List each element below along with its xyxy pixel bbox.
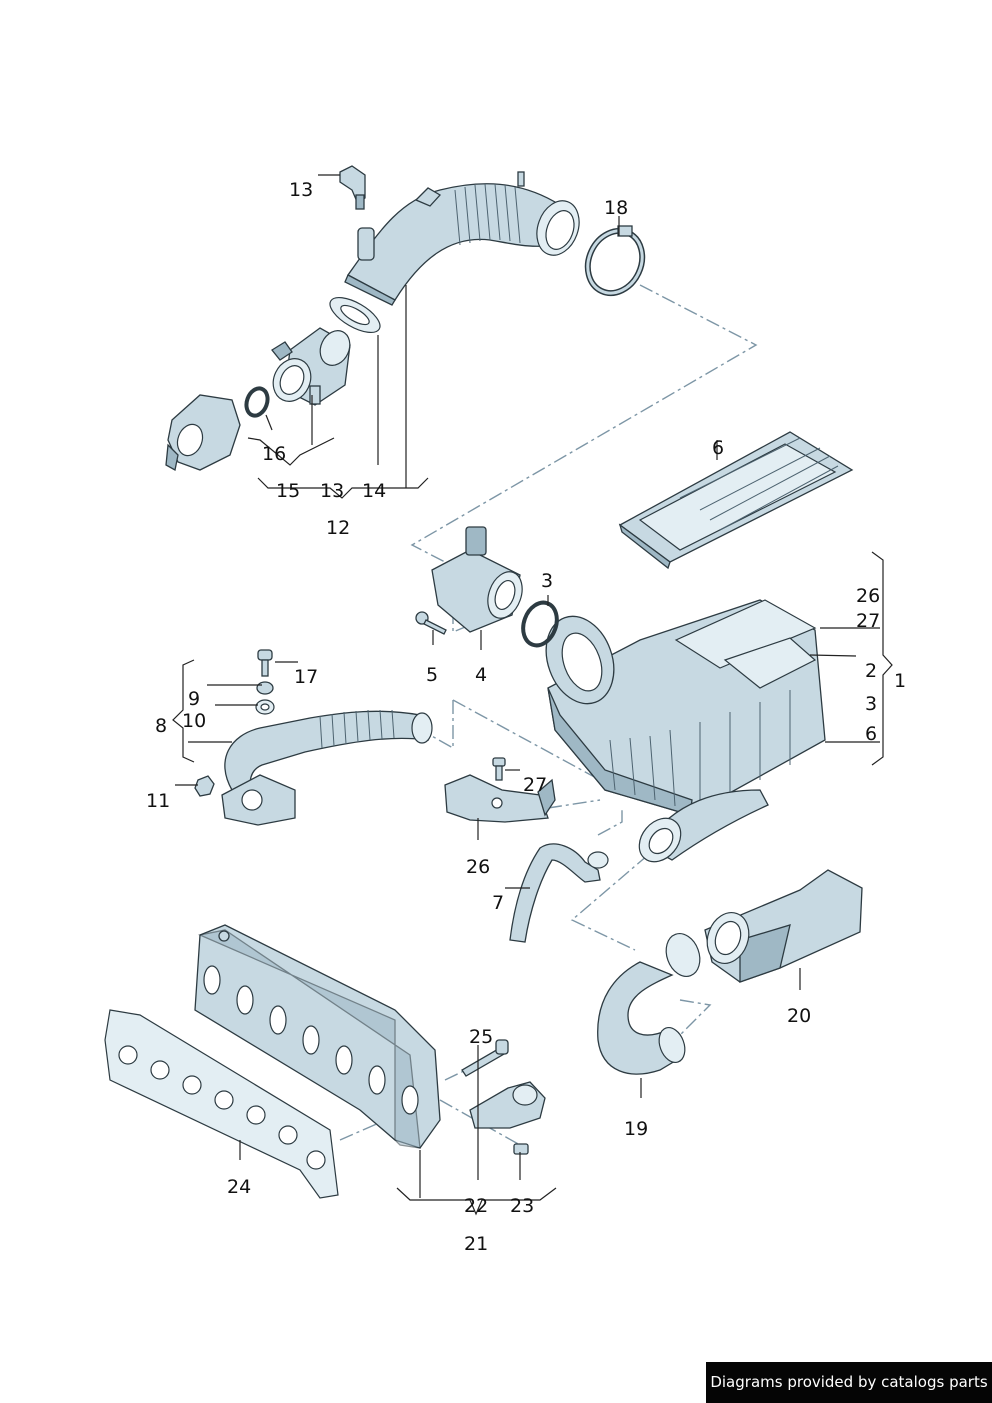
- callout-26-housing: 26: [856, 585, 880, 607]
- callout-11: 11: [146, 790, 170, 812]
- callout-6-housing: 6: [865, 723, 877, 745]
- air-hose-19: [597, 933, 701, 1075]
- callout-3-ring: 3: [541, 570, 553, 592]
- nut-11: [194, 775, 215, 797]
- callout-7: 7: [492, 892, 504, 914]
- callout-5: 5: [426, 664, 438, 686]
- callout-13-ring: 13: [320, 480, 344, 502]
- callout-9: 9: [188, 688, 200, 710]
- gasket-24: [104, 1009, 339, 1199]
- bolt-17: [257, 649, 273, 677]
- callout-1: 1: [894, 670, 906, 692]
- egr-pipe-8: [221, 709, 433, 826]
- callout-13-sensor: 13: [289, 179, 313, 201]
- leader-lines: [172, 174, 893, 1216]
- flange-15: [165, 394, 241, 472]
- intake-hose: [344, 171, 580, 306]
- callout-18: 18: [604, 197, 628, 219]
- callout-3-housing: 3: [865, 693, 877, 715]
- credit-banner: Diagrams provided by catalogs parts: [706, 1362, 992, 1403]
- callout-14: 14: [362, 480, 386, 502]
- bolt-25: [461, 1039, 509, 1077]
- bolt-27: [492, 757, 506, 781]
- callout-17: 17: [294, 666, 318, 688]
- hose-7: [509, 843, 609, 943]
- screw-23: [513, 1143, 529, 1155]
- actuator-22: [469, 1081, 546, 1129]
- callout-23: 23: [510, 1195, 534, 1217]
- air-filter-housing: [545, 599, 826, 863]
- o-ring-16: [244, 386, 270, 418]
- throttle-body-15: [271, 327, 351, 406]
- callout-6-tray: 6: [712, 437, 724, 459]
- ring-14: [329, 296, 381, 334]
- gasket-10: [255, 699, 275, 715]
- callout-27-housing: 27: [856, 610, 880, 632]
- callout-labels: 13 18 16 15 13 14 12 6 26 27 2 1 3 6 3 5…: [146, 179, 906, 1255]
- callout-12: 12: [326, 517, 350, 539]
- maf-sensor-4: [431, 526, 523, 633]
- callout-19: 19: [624, 1118, 648, 1140]
- callout-2: 2: [865, 660, 877, 682]
- callout-27-bolt: 27: [523, 774, 547, 796]
- callout-4: 4: [475, 664, 487, 686]
- callout-22: 22: [464, 1195, 488, 1217]
- air-duct-20: [704, 869, 863, 983]
- bracket-26: [444, 774, 556, 823]
- sensor-13: [339, 165, 366, 210]
- callout-25: 25: [469, 1026, 493, 1048]
- callout-20: 20: [787, 1005, 811, 1027]
- callout-8: 8: [155, 715, 167, 737]
- washer-9: [256, 681, 274, 695]
- intake-manifold-21: [194, 924, 441, 1149]
- callout-10: 10: [182, 710, 206, 732]
- callout-24: 24: [227, 1176, 251, 1198]
- screw-5: [415, 611, 447, 635]
- callout-26-bracket: 26: [466, 856, 490, 878]
- filter-tray-6: [618, 431, 854, 570]
- callout-16: 16: [262, 443, 286, 465]
- callout-15: 15: [276, 480, 300, 502]
- callout-21: 21: [464, 1233, 488, 1255]
- clamp-18: [584, 225, 646, 297]
